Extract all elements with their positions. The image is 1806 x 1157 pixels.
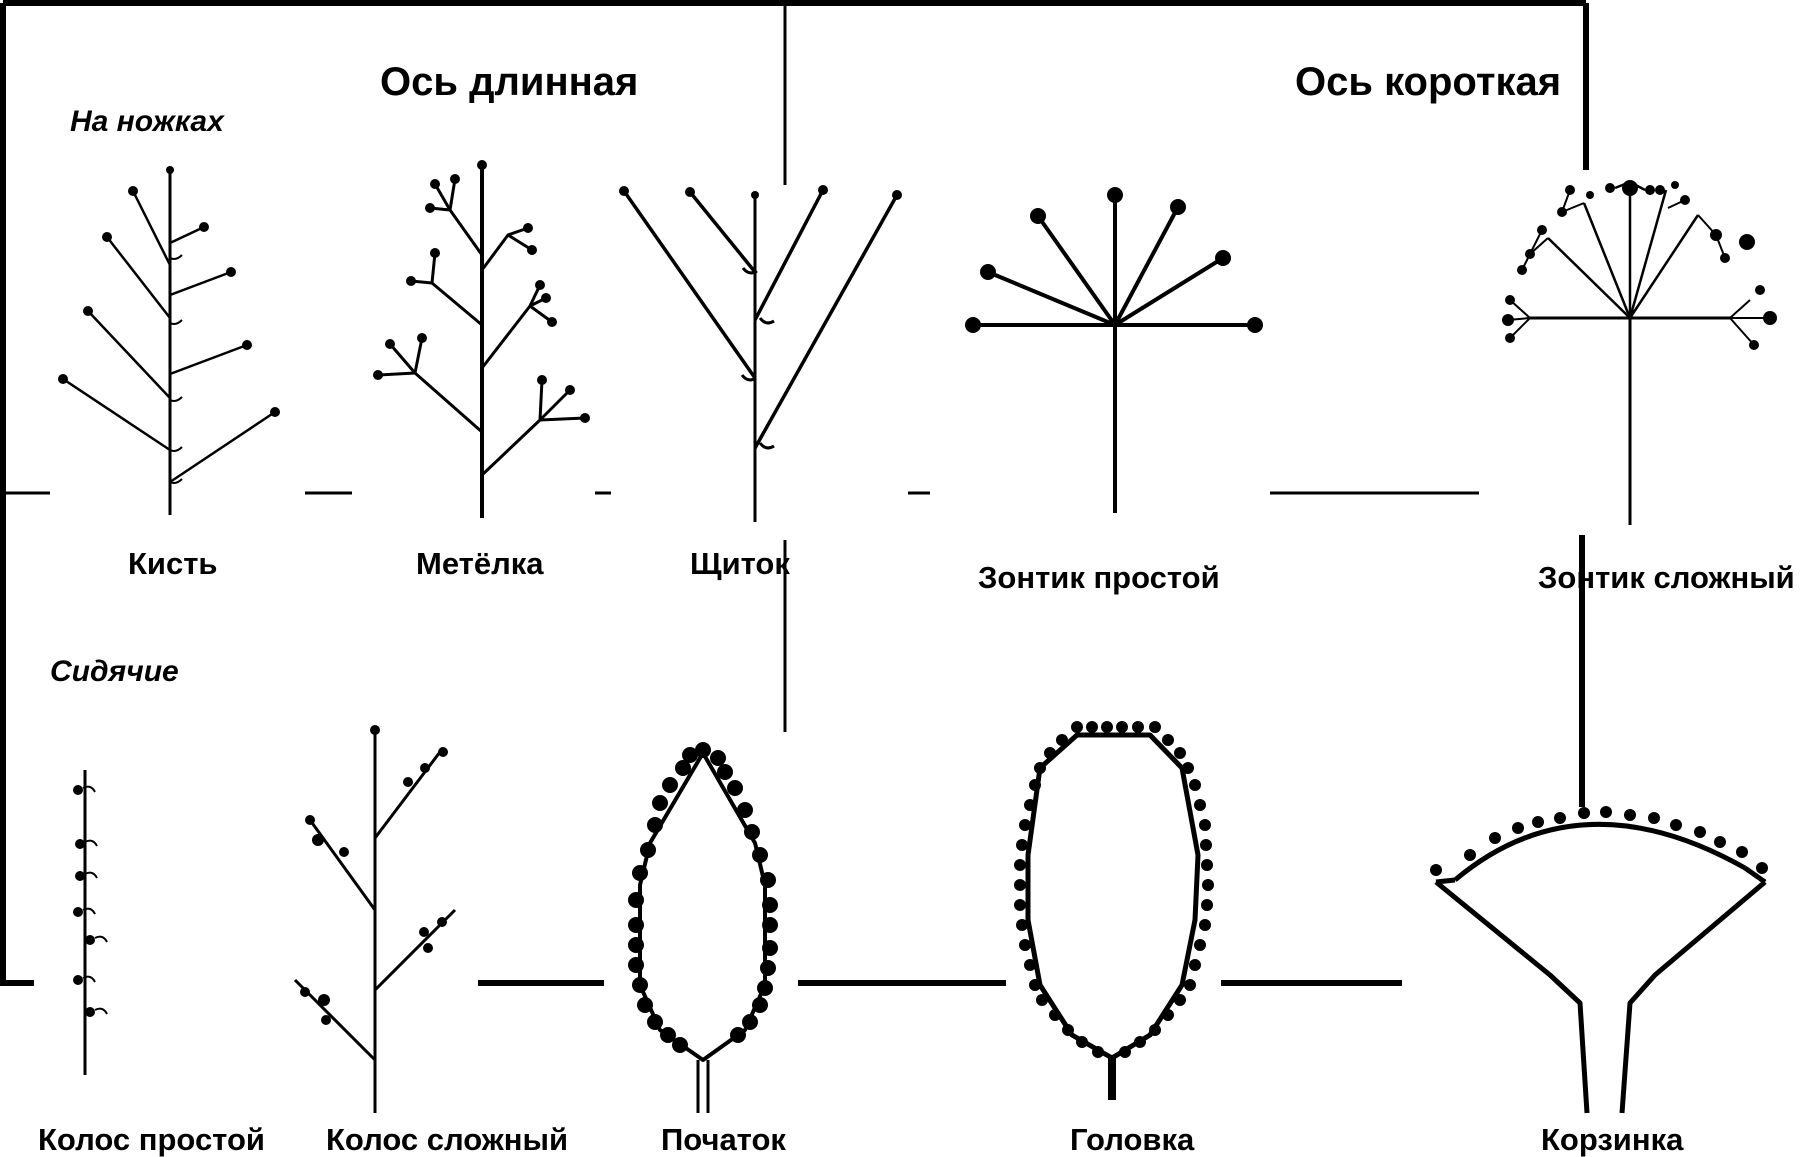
heading-long-axis: Ось длинная	[380, 62, 638, 102]
label-head: Головка	[1070, 1124, 1194, 1155]
label-compound-spike: Колос сложный	[326, 1124, 568, 1155]
label-basket: Корзинка	[1541, 1124, 1683, 1155]
label-simple-umbel: Зонтик простой	[978, 562, 1220, 593]
corymb-drawing	[619, 185, 902, 522]
basket-drawing	[1430, 806, 1768, 1113]
simple-umbel-drawing	[965, 187, 1263, 513]
category-sessile: Сидячие	[50, 657, 179, 687]
label-spadix: Початок	[661, 1124, 786, 1155]
label-corymb: Щиток	[690, 548, 790, 579]
category-pedicellate: На ножках	[70, 107, 224, 137]
label-panicle: Метёлка	[416, 548, 544, 579]
compound-umbel-drawing	[1502, 180, 1777, 525]
panicle-drawing	[373, 160, 590, 518]
spadix-drawing	[628, 742, 778, 1113]
simple-spike-drawing	[73, 770, 107, 1075]
label-raceme: Кисть	[128, 548, 217, 579]
label-compound-umbel: Зонтик сложный	[1538, 562, 1795, 593]
raceme-drawing	[58, 166, 280, 515]
heading-short-axis: Ось короткая	[1295, 62, 1561, 102]
compound-spike-drawing	[295, 725, 455, 1113]
label-simple-spike: Колос простой	[38, 1124, 265, 1155]
frame-lines	[0, 3, 1586, 983]
head-drawing	[1014, 721, 1214, 1100]
